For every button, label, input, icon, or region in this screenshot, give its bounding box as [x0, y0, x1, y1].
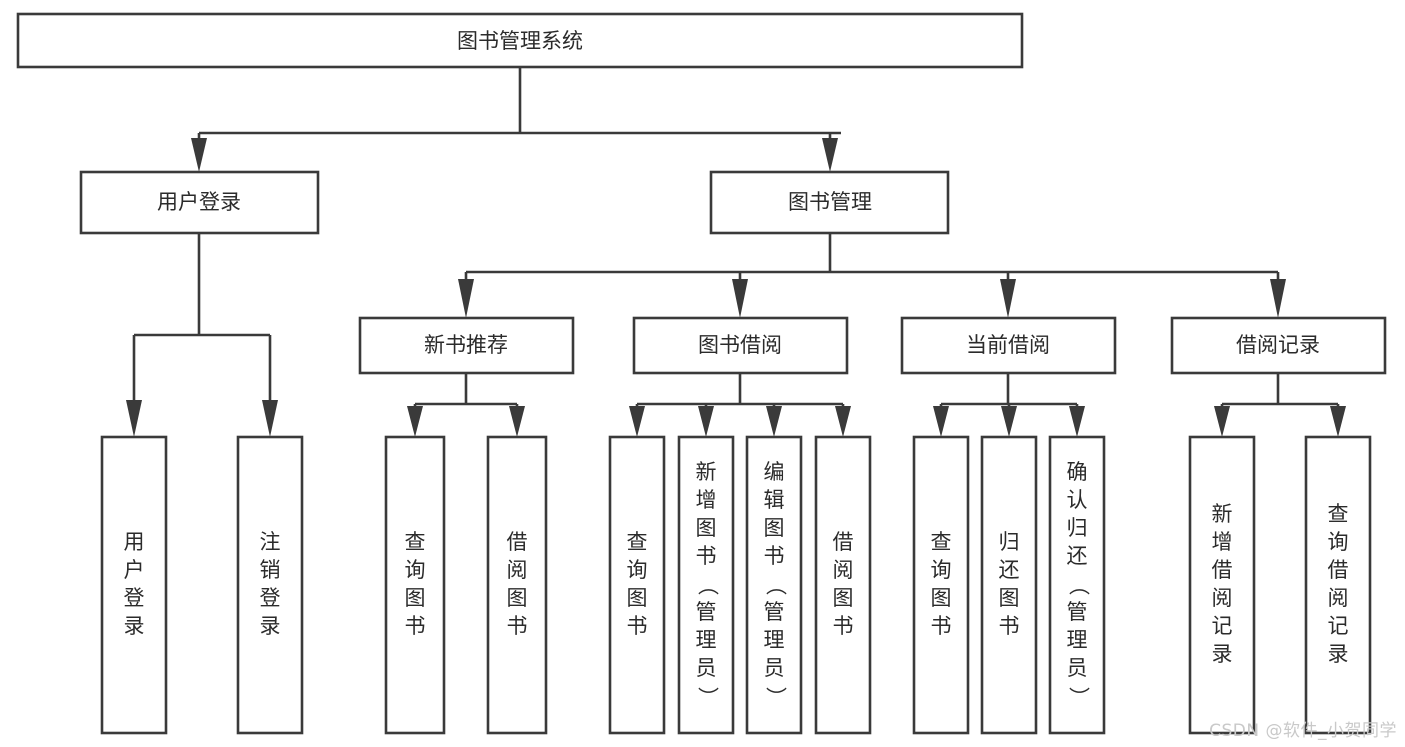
node-leaf7-box[interactable] [745, 435, 803, 735]
node-leaf8-box[interactable] [814, 435, 872, 735]
arrow-records-to-leaf12 [1214, 406, 1230, 437]
node-leaf5-box[interactable] [608, 435, 666, 735]
node-borrow-label: 图书借阅 [698, 333, 782, 357]
connector-group-current [933, 373, 1085, 437]
arrow-borrow-to-leaf5 [629, 406, 645, 437]
arrow-records-to-leaf13 [1330, 406, 1346, 437]
node-current[interactable]: 当前借阅 [900, 316, 1117, 375]
node-leaf12-box[interactable] [1188, 435, 1256, 735]
node-root-label: 图书管理系统 [457, 29, 583, 53]
node-newbook-label: 新书推荐 [424, 333, 508, 357]
connector-group-login [126, 233, 278, 437]
arrow-newbook-to-leaf4 [509, 406, 525, 437]
arrow-bookmgmt-to-newbook [458, 279, 474, 318]
node-bookmgmt[interactable]: 图书管理 [709, 170, 950, 235]
node-leaf4-box[interactable] [486, 435, 548, 735]
connector-group-newbook [407, 373, 525, 437]
node-leaf3-box[interactable] [384, 435, 446, 735]
node-login[interactable]: 用户登录 [79, 170, 320, 235]
node-records-box[interactable] [1170, 316, 1387, 375]
node-leaf2-box[interactable] [236, 435, 304, 735]
node-leaf10-box[interactable] [980, 435, 1038, 735]
node-leaf9-box[interactable] [912, 435, 970, 735]
arrow-borrow-to-leaf6 [698, 406, 714, 437]
arrow-bookmgmt-to-current [1000, 279, 1016, 318]
connector-group-records [1214, 373, 1346, 437]
node-login-box[interactable] [79, 170, 320, 235]
arrow-bookmgmt-to-records [1270, 279, 1286, 318]
arrow-bookmgmt-to-borrow [732, 279, 748, 318]
node-borrow[interactable]: 图书借阅 [632, 316, 849, 375]
arrow-login-to-leaf1 [126, 400, 142, 437]
node-leaf6-box[interactable] [677, 435, 735, 735]
arrow-borrow-to-leaf7 [766, 406, 782, 437]
arrow-current-to-leaf9 [933, 406, 949, 437]
node-newbook-box[interactable] [358, 316, 575, 375]
node-bookmgmt-label: 图书管理 [788, 190, 872, 214]
node-bookmgmt-box[interactable] [709, 170, 950, 235]
node-login-label: 用户登录 [157, 190, 241, 214]
arrow-borrow-to-leaf8 [835, 406, 851, 437]
node-records-label: 借阅记录 [1236, 333, 1320, 357]
node-newbook[interactable]: 新书推荐 [358, 316, 575, 375]
arrow-newbook-to-leaf3 [407, 406, 423, 437]
arrow-root-to-bookmgmt [822, 138, 838, 172]
arrow-login-to-leaf2 [262, 400, 278, 437]
node-borrow-box[interactable] [632, 316, 849, 375]
connector-group-bookmgmt [458, 233, 1286, 318]
node-leaf1-box[interactable] [100, 435, 168, 735]
node-current-label: 当前借阅 [966, 333, 1050, 357]
connector-group-root [191, 67, 841, 172]
node-root-box[interactable] [16, 12, 1024, 69]
node-leaf11-box[interactable] [1048, 435, 1106, 735]
arrow-root-to-login [191, 138, 207, 172]
connector-group-borrow [629, 373, 851, 437]
node-leaf13-box[interactable] [1304, 435, 1372, 735]
node-root[interactable]: 图书管理系统 [16, 12, 1024, 69]
node-current-box[interactable] [900, 316, 1117, 375]
arrow-current-to-leaf11 [1069, 406, 1085, 437]
node-records[interactable]: 借阅记录 [1170, 316, 1387, 375]
arrow-current-to-leaf10 [1001, 406, 1017, 437]
